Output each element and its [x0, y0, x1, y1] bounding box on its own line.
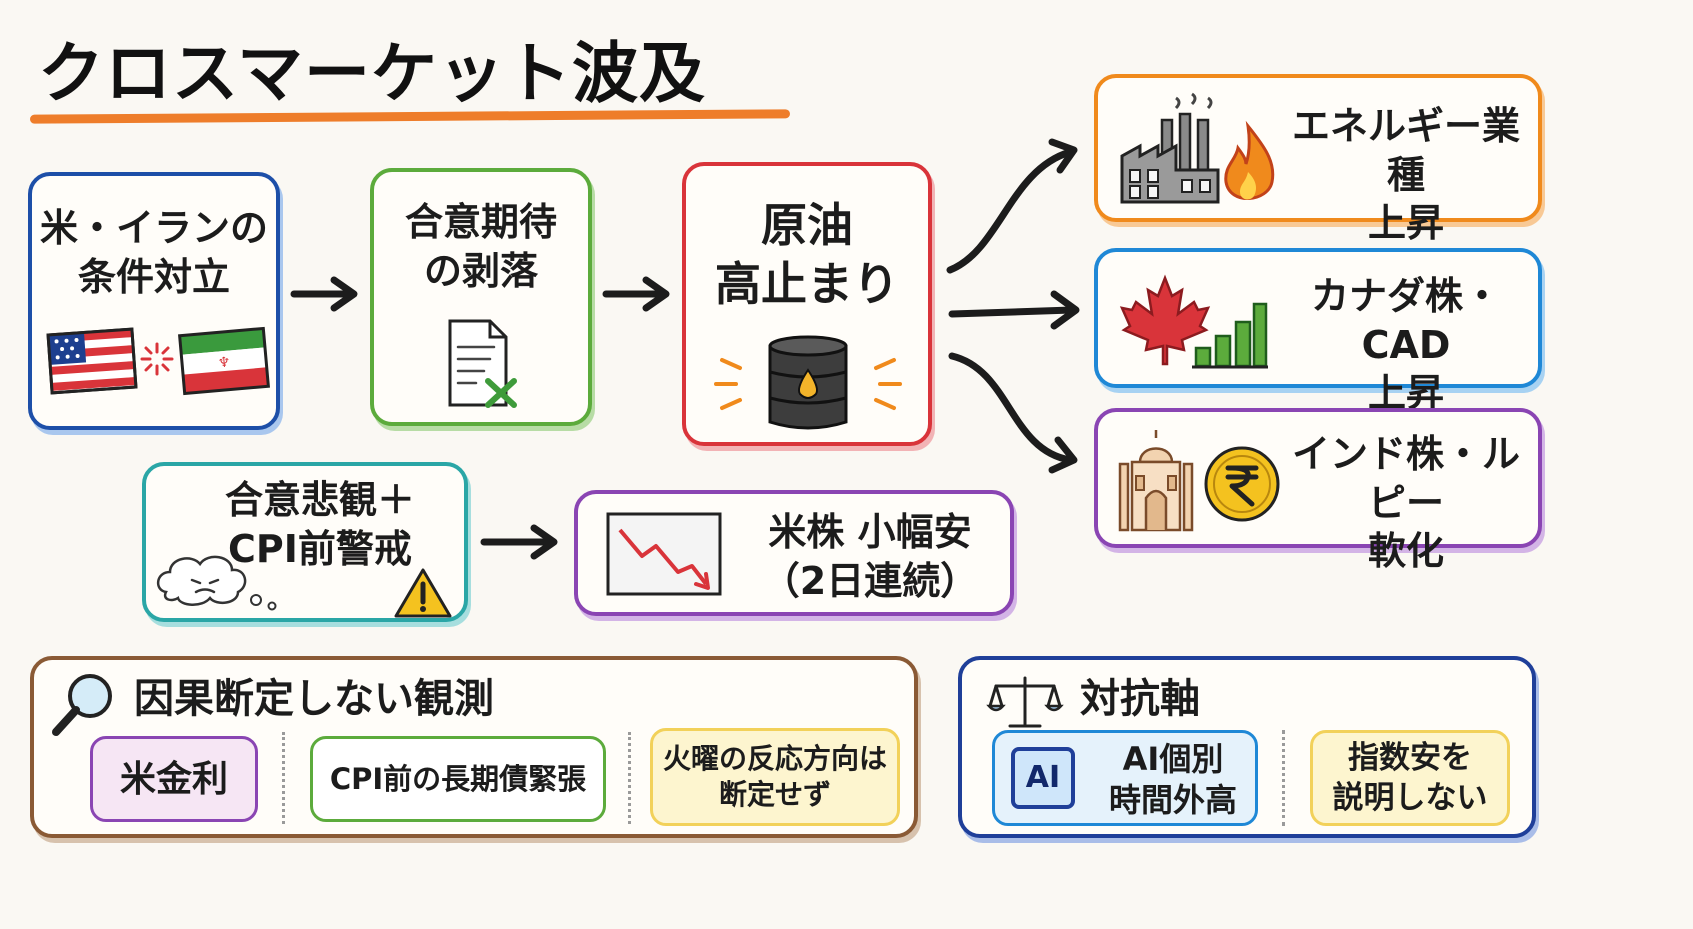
us-stocks-down-label: 米株 小幅安 （2日連続）	[761, 510, 979, 603]
separator	[1282, 730, 1285, 826]
separator	[282, 732, 285, 824]
counter-item-index: 指数安を 説明しない	[1310, 730, 1510, 826]
pessimism-label: 合意悲観＋ CPI前警戒	[224, 478, 415, 571]
observation-item-bonds: CPI前の長期債緊張	[310, 736, 606, 822]
us-iran-conflict-label: 米・イランの 条件対立	[39, 206, 268, 299]
energy-sector-label: エネルギー業種 上昇	[1291, 104, 1520, 246]
observation-item-rates-label: 米金利	[119, 759, 228, 800]
counter-item-ai-label: AI個別 時間外高	[1108, 740, 1237, 819]
oil-elevated-box: 原油 高止まり	[682, 162, 932, 446]
observation-panel: 因果断定しない観測 米金利 CPI前の長期債緊張 火曜の反応方向は 断定せず	[30, 656, 918, 838]
counter-item-ai: AI AI個別 時間外高	[992, 730, 1258, 826]
observation-heading: 因果断定しない観測	[134, 676, 494, 722]
canada-stocks-label: カナダ株・CAD 上昇	[1310, 274, 1501, 416]
expectation-fade-box: 合意期待 の剥落	[370, 168, 592, 426]
pessimism-box: 合意悲観＋ CPI前警戒	[142, 462, 468, 622]
flame-icon	[1224, 120, 1275, 200]
warning-icon	[394, 568, 452, 618]
observation-item-tuesday-label: 火曜の反応方向は 断定せず	[662, 742, 887, 811]
taj-mahal-icon	[1118, 430, 1194, 532]
counter-heading: 対抗軸	[1080, 676, 1200, 722]
svg-text:♆: ♆	[217, 354, 231, 371]
us-stocks-down-box: 米株 小幅安 （2日連続）	[574, 490, 1014, 616]
worried-cloud-icon	[157, 555, 277, 611]
factory-icon	[1120, 92, 1220, 204]
falling-chart-icon	[606, 512, 722, 596]
india-stocks-label: インド株・ルピー 軟化	[1291, 432, 1520, 574]
observation-item-bonds-label: CPI前の長期債緊張	[329, 762, 587, 796]
page-title: クロスマーケット波及	[38, 35, 707, 112]
oil-barrel-icon	[714, 335, 902, 430]
energy-sector-box: エネルギー業種 上昇	[1094, 74, 1542, 245]
arrow-expectation-to-oil	[602, 276, 670, 312]
us-iran-conflict-box: 米・イランの 条件対立 ♆	[28, 172, 280, 430]
us-flag-icon	[46, 327, 138, 395]
ai-chip-icon: AI	[1011, 747, 1075, 809]
oil-elevated-label: 原油 高止まり	[715, 198, 899, 311]
india-stocks-box: インド株・ルピー 軟化	[1094, 408, 1542, 573]
arrows-oil-to-outcomes	[946, 138, 1080, 474]
balance-scale-icon	[986, 676, 1064, 728]
separator	[628, 732, 631, 824]
observation-item-rates: 米金利	[90, 736, 258, 822]
counter-panel: 対抗軸 AI AI個別 時間外高 指数安を 説明しない	[958, 656, 1536, 838]
arrow-pessimism-to-us-stocks	[480, 524, 558, 560]
canada-stocks-box: カナダ株・CAD 上昇	[1094, 248, 1542, 415]
magnifier-icon	[52, 674, 112, 736]
rupee-coin-icon	[1204, 446, 1280, 522]
bar-chart-up-icon	[1192, 302, 1268, 369]
conflict-spark-icon	[140, 342, 174, 376]
iran-flag-icon: ♆	[178, 326, 270, 396]
maple-leaf-icon	[1119, 274, 1211, 366]
cancelled-document-icon	[448, 319, 517, 408]
observation-item-tuesday: 火曜の反応方向は 断定せず	[650, 728, 900, 826]
ai-chip-label: AI	[1025, 760, 1061, 795]
arrow-usiran-to-expectation	[290, 276, 358, 312]
expectation-fade-label: 合意期待 の剥落	[404, 200, 557, 293]
counter-item-index-label: 指数安を 説明しない	[1332, 740, 1488, 816]
